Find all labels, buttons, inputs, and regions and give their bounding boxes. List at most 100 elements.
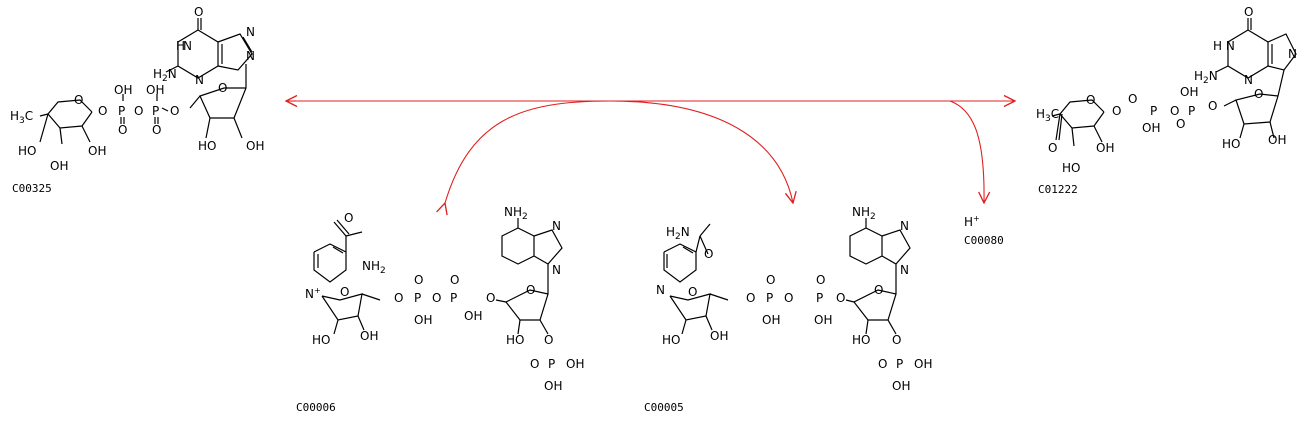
atom-N: N xyxy=(900,219,909,233)
atom-O: O xyxy=(450,273,459,287)
atom-OH: OH xyxy=(414,313,432,327)
atom-N-plus: N+ xyxy=(305,286,321,301)
atom-P: P xyxy=(1188,104,1195,118)
ribose-ring xyxy=(669,293,729,335)
proton-arrow xyxy=(949,100,984,203)
atom-P: P xyxy=(414,291,421,305)
compound-id-C01222: C01222 xyxy=(1038,183,1078,196)
atom-N: N xyxy=(246,25,255,39)
atom-OH: OH xyxy=(814,313,832,327)
compound-id-C00006: C00006 xyxy=(296,401,336,414)
atom-P: P xyxy=(1150,104,1157,118)
atom-O: O xyxy=(1048,141,1057,155)
atom-N: N xyxy=(1288,47,1297,61)
atom-O: O xyxy=(340,285,349,299)
atom-N: N xyxy=(656,283,665,297)
atom-H2N: H2N xyxy=(666,225,690,242)
atom-N: N xyxy=(195,73,204,87)
atom-O: O xyxy=(1170,104,1179,118)
atom-OH: OH xyxy=(892,379,910,393)
atom-O: O xyxy=(1208,99,1217,113)
atom-HO: HO xyxy=(662,333,680,347)
atom-O: O xyxy=(1112,104,1121,118)
pyranose-ring xyxy=(39,99,93,145)
atom-O: O xyxy=(704,247,713,261)
atom-O: O xyxy=(688,285,697,299)
atom-O: O xyxy=(766,273,775,287)
adenine-ring xyxy=(501,218,563,265)
atom-HO: HO xyxy=(506,333,524,347)
compound-C00005: H2N O N O HO OH O P O OH O P O OH O NH2 … xyxy=(644,205,932,414)
atom-O: O xyxy=(1254,87,1263,101)
compound-C00325: O H N N N N H2N O HO OH O P OH O O P OH … xyxy=(10,5,264,195)
compound-id-C00080: C00080 xyxy=(964,234,1004,247)
atom-OH: OH xyxy=(1180,85,1198,99)
atom-O: O xyxy=(1244,5,1253,19)
ribose-ring xyxy=(1223,69,1285,139)
atom-O: O xyxy=(544,333,553,347)
atom-O: O xyxy=(134,104,143,118)
ribose-ring xyxy=(845,264,897,335)
atom-O: O xyxy=(218,81,227,95)
atom-N: N xyxy=(246,49,255,63)
guanine-ring xyxy=(165,18,253,79)
atom-HO: HO xyxy=(852,333,870,347)
atom-O: O xyxy=(98,104,107,118)
atom-P: P xyxy=(118,104,125,118)
compound-C01222: O H N N N H2N O HO OH O P OH O O P OH O … xyxy=(1036,5,1297,196)
atom-O: O xyxy=(746,291,755,305)
atom-OH: OH xyxy=(1268,133,1286,147)
atom-P: P xyxy=(152,104,159,118)
pyranose-ring xyxy=(1051,99,1105,147)
atom-NH2: NH2 xyxy=(852,205,876,222)
atom-O: O xyxy=(816,273,825,287)
atom-OH: OH xyxy=(1096,141,1114,155)
atom-OH: OH xyxy=(146,83,164,97)
atom-O: O xyxy=(1176,117,1185,131)
atom-HO: HO xyxy=(1222,137,1240,151)
atom-OH: OH xyxy=(1142,121,1160,135)
atom-O: O xyxy=(486,291,495,305)
atom-OH: OH xyxy=(360,329,378,343)
atom-H2N: H2N xyxy=(1194,69,1218,86)
atom-O: O xyxy=(344,211,353,225)
atom-OH: OH xyxy=(544,379,562,393)
cofactor-arrow xyxy=(445,100,793,203)
atom-O: O xyxy=(74,93,83,107)
atom-N: N xyxy=(1244,73,1253,87)
atom-P: P xyxy=(816,291,823,305)
atom-OH: OH xyxy=(914,357,932,371)
atom-P: P xyxy=(450,291,457,305)
compound-C00080: H+ C00080 xyxy=(964,214,1004,247)
compound-id-C00325: C00325 xyxy=(12,182,52,195)
atom-OH: OH xyxy=(88,144,106,158)
atom-HO: HO xyxy=(198,139,216,153)
atom-NH2: NH2 xyxy=(504,205,528,222)
atom-HO: HO xyxy=(1062,161,1080,175)
atom-OH: OH xyxy=(710,329,728,343)
atom-NH2: NH2 xyxy=(362,259,386,276)
dihydropyridine-ring xyxy=(663,223,711,283)
ribose-ring xyxy=(189,64,247,139)
atom-O: O xyxy=(526,283,535,297)
atom-OH: OH xyxy=(246,139,264,153)
atom-H3C: H3C xyxy=(1036,107,1059,124)
nicotinamide-ring xyxy=(313,219,363,283)
atom-O: O xyxy=(892,333,901,347)
atom-O: O xyxy=(530,357,539,371)
atom-HO: HO xyxy=(18,144,36,158)
atom-OH: OH xyxy=(114,83,132,97)
compound-id-C00005: C00005 xyxy=(644,401,684,414)
guanine-ring xyxy=(1215,18,1297,79)
atom-O: O xyxy=(118,123,127,137)
reaction-arrows xyxy=(286,101,1015,203)
atom-HO: HO xyxy=(312,333,330,347)
adenine-ring xyxy=(849,218,911,265)
atom-O: O xyxy=(836,291,845,305)
atom-N: N xyxy=(183,39,192,53)
atom-H2N: H2N xyxy=(153,67,177,84)
atom-O: O xyxy=(394,291,403,305)
atom-OH: OH xyxy=(50,159,68,173)
